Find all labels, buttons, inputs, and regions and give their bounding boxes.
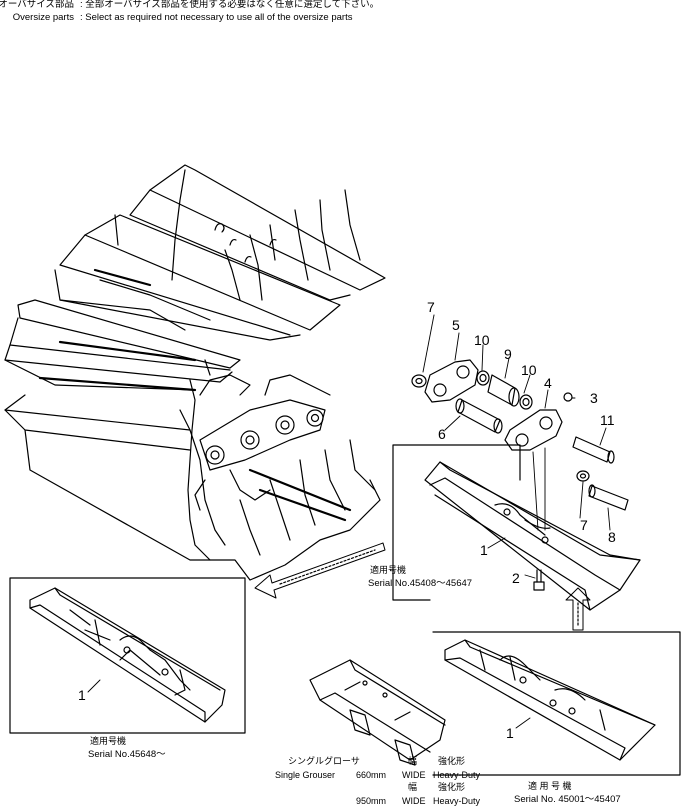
callout-4: 4 — [544, 375, 552, 391]
oversize-label-en: Oversize parts — [12, 12, 74, 23]
serial-mid: Serial No.45408～45647 — [368, 578, 472, 589]
oversize-label-jp: オーバサイズ部品 — [0, 0, 74, 10]
callout-7-top: 7 — [427, 299, 435, 315]
callout-9: 9 — [504, 346, 512, 362]
track-assembly — [4, 164, 386, 581]
callout-5: 5 — [452, 317, 460, 333]
spec-row1-width: WIDE — [402, 770, 426, 780]
callout-1-left: 1 — [78, 687, 86, 703]
serial-right: Serial No. 45001～45407 — [514, 794, 621, 805]
callout-6: 6 — [438, 426, 446, 442]
serial-right-jp: 適 用 号 機 — [528, 780, 572, 791]
grouser-shoe — [309, 659, 446, 766]
callout-3: 3 — [590, 390, 598, 406]
callout-7-bottom: 7 — [580, 517, 588, 533]
oversize-text-en: : Select as required not necessary to us… — [80, 12, 353, 23]
bolt — [533, 569, 545, 591]
callout-10-right: 10 — [521, 362, 537, 378]
oversize-note-jp: オーバサイズ部品 : 全部オーバサイズ部品を使用する必要はなく任意に選定して下さい… — [0, 0, 379, 11]
callout-2: 2 — [512, 570, 520, 586]
callout-1-middle: 1 — [480, 542, 488, 558]
oversize-text-jp: : 全部オーバサイズ部品を使用する必要はなく任意に選定して下さい。 — [80, 0, 380, 10]
callout-8: 8 — [608, 529, 616, 545]
spec-row1-width-jp: 幅 — [408, 755, 417, 766]
callout-1-right: 1 — [506, 725, 514, 741]
callout-11: 11 — [600, 412, 615, 428]
spec-row2-width-jp: 幅 — [408, 781, 417, 792]
callout-10-left: 10 — [474, 332, 490, 348]
spec-row2-width: WIDE — [402, 796, 426, 806]
spec-title: Single Grouser — [275, 770, 335, 780]
right-shoe — [432, 631, 681, 776]
serial-mid-jp: 適用号機 — [370, 564, 406, 575]
track-chain — [194, 374, 331, 511]
link-parts — [411, 359, 629, 511]
serial-left: Serial No.45648～ — [88, 749, 166, 760]
serial-left-jp: 適用号機 — [90, 735, 126, 746]
oversize-note-en: Oversize parts : Select as required not n… — [0, 11, 353, 24]
spec-row2-type-jp: 強化形 — [438, 781, 465, 792]
middle-shoe — [392, 444, 641, 611]
arrows — [254, 542, 591, 631]
leader-lines — [422, 314, 611, 579]
spec-row1-type: Heavy-Duty — [433, 770, 481, 780]
spec-row1-size: 660mm — [356, 770, 386, 780]
spec-row1-type-jp: 強化形 — [438, 755, 465, 766]
spec-row2-size: 950mm — [356, 796, 386, 806]
spec-row2-type: Heavy-Duty — [433, 796, 481, 806]
spec-title-jp: シングルグローサ — [288, 755, 360, 766]
left-shoe — [9, 577, 246, 734]
